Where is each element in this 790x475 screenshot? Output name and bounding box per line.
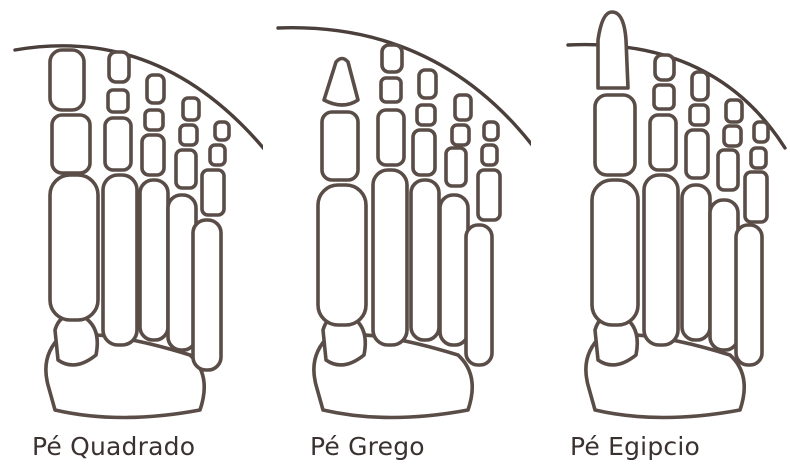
toe-3-middle bbox=[690, 105, 708, 125]
square-foot-skeleton-illustration bbox=[0, 0, 263, 430]
greek-foot-skeleton-illustration bbox=[268, 0, 531, 430]
figure-caption: Pé Grego bbox=[310, 432, 425, 461]
figure-caption: Pé Egipcio bbox=[570, 432, 700, 461]
toe-5-proximal bbox=[478, 170, 500, 220]
toe-2-middle bbox=[381, 78, 401, 102]
foot-figure-egyptian: Pé Egipcio bbox=[540, 0, 790, 475]
toe-1-distal bbox=[324, 59, 358, 106]
metatarsal-5 bbox=[736, 225, 762, 365]
metatarsal-2 bbox=[103, 175, 137, 345]
toe-2-distal bbox=[109, 52, 129, 82]
metatarsal-5 bbox=[193, 220, 221, 370]
toe-5-distal bbox=[754, 122, 768, 142]
toe-4-distal bbox=[455, 95, 471, 120]
toe-4-middle bbox=[452, 125, 469, 145]
toe-3-proximal bbox=[686, 130, 708, 178]
toe-1-distal bbox=[598, 12, 628, 88]
toe-1-proximal bbox=[322, 112, 358, 180]
tarsal-bone bbox=[55, 315, 97, 365]
toe-1-proximal bbox=[52, 115, 90, 173]
toe-3-distal bbox=[147, 75, 164, 103]
toe-4-proximal bbox=[176, 150, 196, 188]
metatarsal-1 bbox=[318, 185, 366, 325]
foot-figure-greek: Pé Grego bbox=[268, 0, 531, 475]
egyptian-foot-skeleton-illustration bbox=[540, 0, 790, 430]
toe-4-proximal bbox=[718, 150, 738, 190]
toe-4-middle bbox=[180, 125, 197, 145]
toe-2-proximal bbox=[105, 118, 131, 170]
toe-2-middle bbox=[654, 85, 674, 109]
toe-5-middle bbox=[210, 145, 225, 165]
metatarsal-2 bbox=[644, 175, 678, 345]
toe-1-distal bbox=[50, 50, 84, 110]
toe-3-middle bbox=[145, 110, 163, 130]
toe-3-middle bbox=[417, 105, 435, 125]
toe-2-middle bbox=[108, 90, 128, 112]
toe-4-distal bbox=[726, 100, 742, 122]
metatarsal-4 bbox=[710, 200, 738, 350]
metatarsal-1 bbox=[592, 180, 638, 325]
toe-2-distal bbox=[382, 45, 402, 72]
metatarsal-1 bbox=[50, 175, 98, 320]
toe-5-distal bbox=[484, 122, 498, 140]
metatarsal-2 bbox=[373, 170, 407, 345]
toe-5-middle bbox=[482, 145, 497, 165]
metatarsal-3 bbox=[411, 180, 439, 340]
toe-4-distal bbox=[183, 98, 199, 120]
foot-figure-square: Pé Quadrado bbox=[0, 0, 263, 475]
toe-3-distal bbox=[419, 70, 436, 98]
toe-4-middle bbox=[724, 126, 741, 146]
figure-caption: Pé Quadrado bbox=[32, 432, 195, 461]
toe-2-proximal bbox=[378, 110, 404, 165]
toe-5-middle bbox=[751, 148, 766, 168]
metatarsal-3 bbox=[682, 185, 710, 340]
toe-3-proximal bbox=[413, 130, 435, 175]
toe-5-distal bbox=[215, 122, 229, 140]
toe-3-distal bbox=[692, 72, 708, 100]
toe-4-proximal bbox=[446, 148, 466, 186]
metatarsal-5 bbox=[466, 225, 492, 365]
toe-3-proximal bbox=[142, 135, 164, 175]
metatarsal-4 bbox=[440, 195, 468, 345]
toe-1-proximal bbox=[595, 95, 635, 175]
toe-2-proximal bbox=[650, 115, 676, 170]
metatarsal-3 bbox=[140, 180, 168, 340]
toe-2-distal bbox=[655, 55, 674, 80]
toe-5-proximal bbox=[745, 172, 767, 222]
toe-5-proximal bbox=[202, 170, 224, 215]
